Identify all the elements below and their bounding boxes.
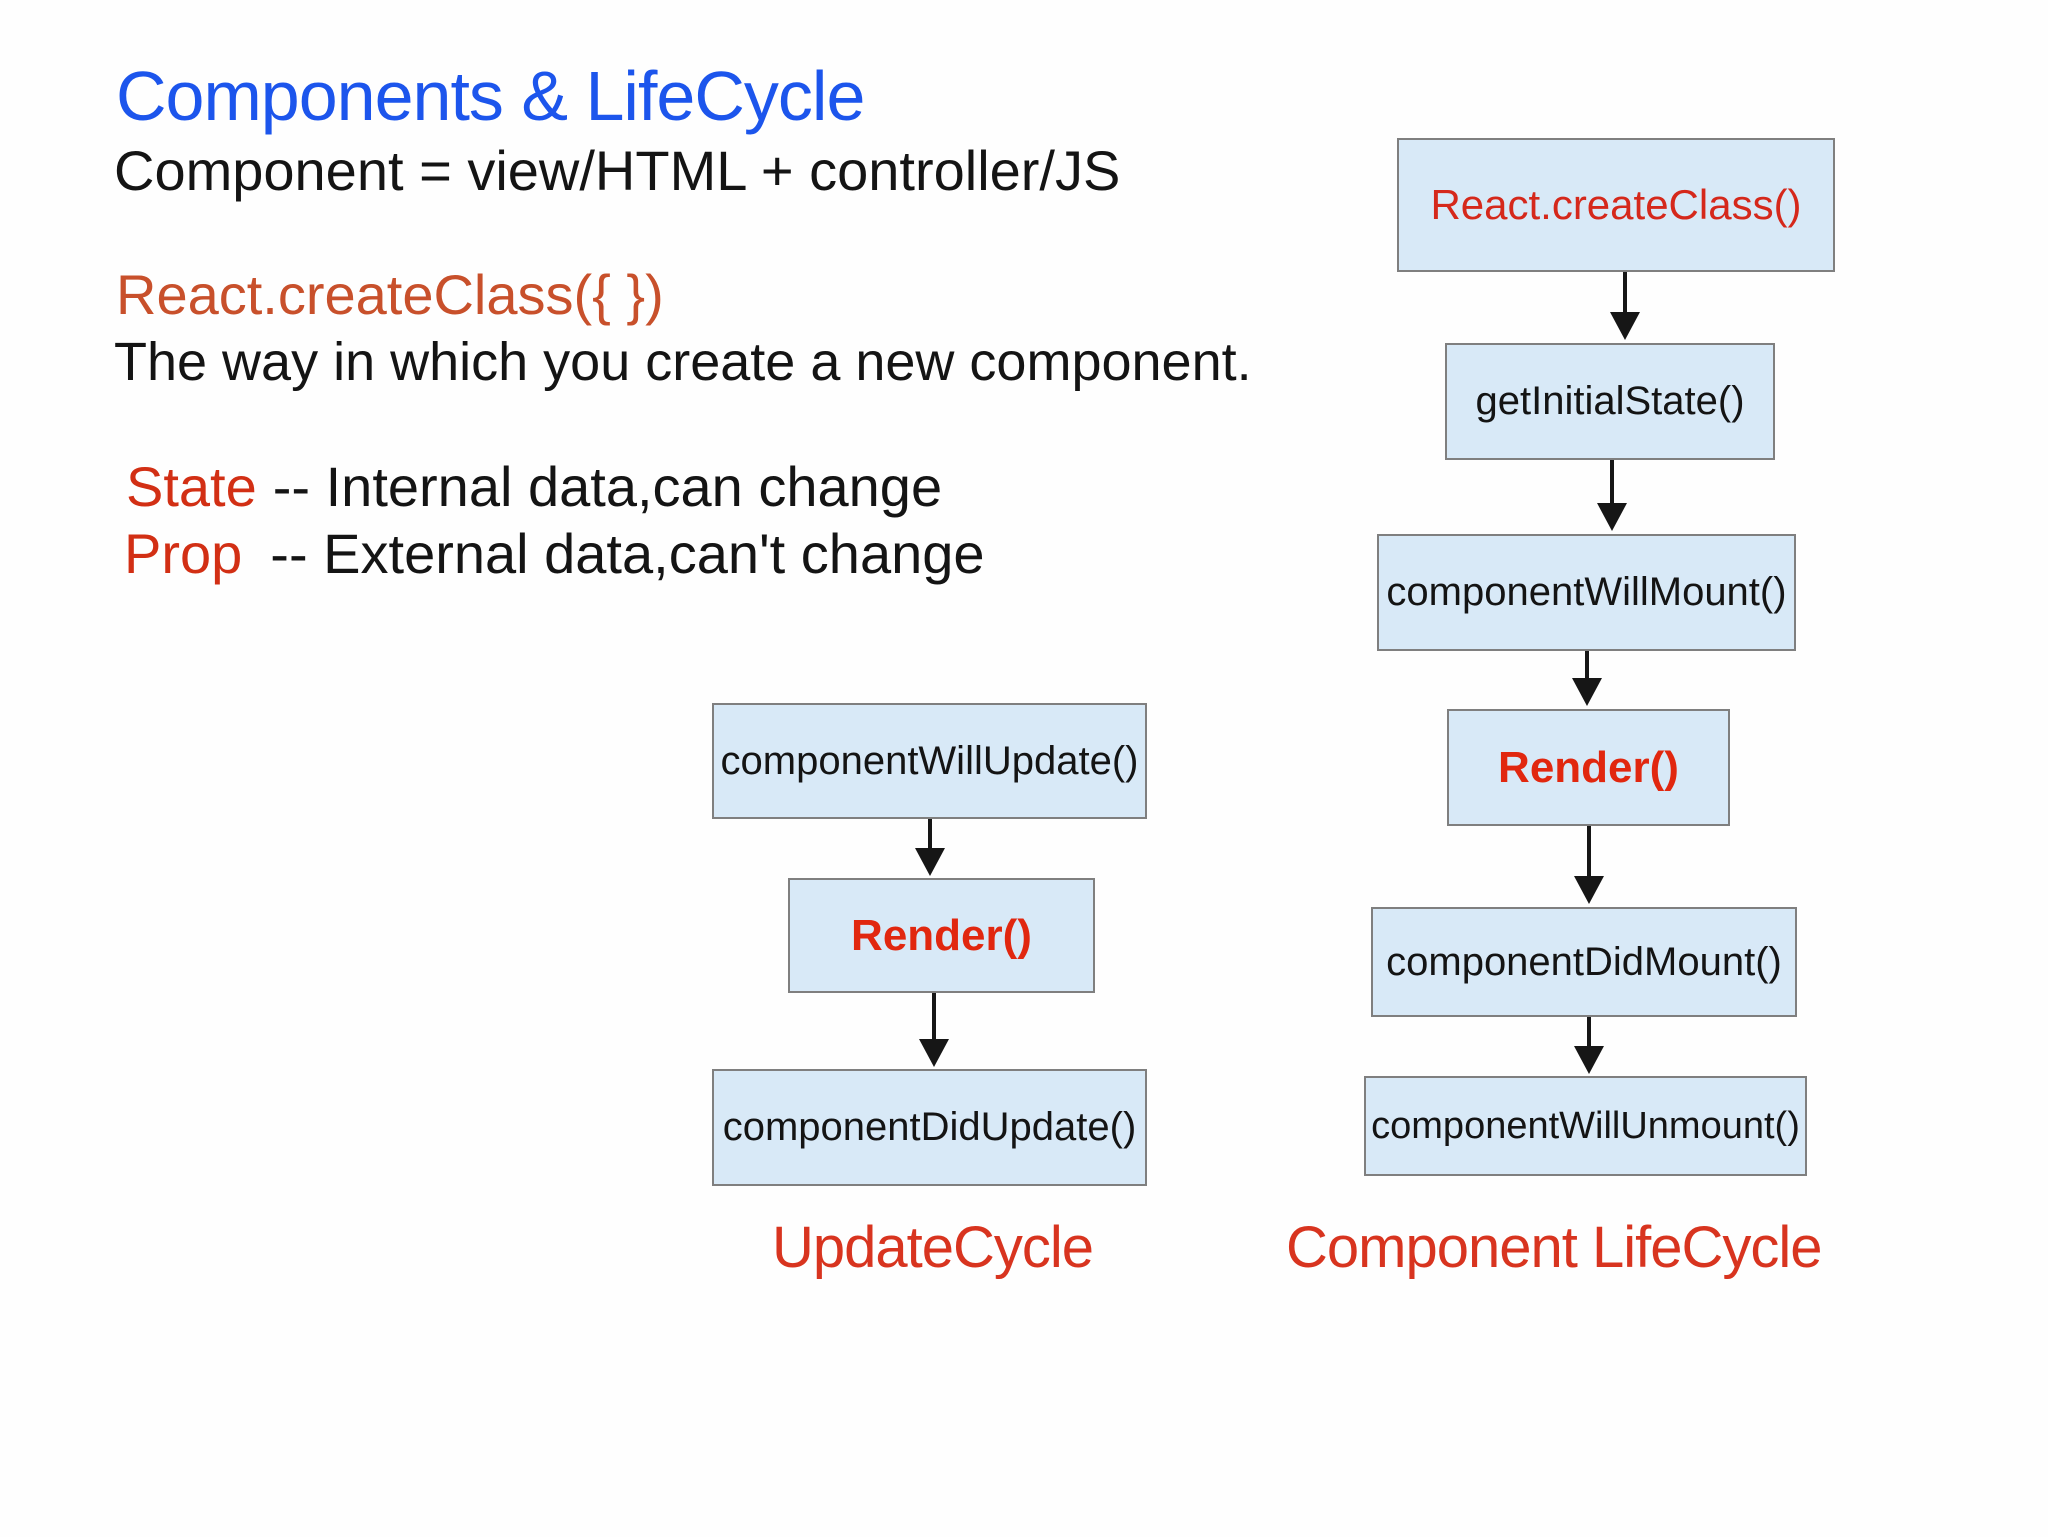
node-component-did-update-label: componentDidUpdate() — [722, 1105, 1137, 1149]
flow-arrow — [1587, 1017, 1591, 1048]
node-component-did-mount-label: componentDidMount() — [1386, 939, 1782, 984]
definition-state-term: State — [126, 455, 257, 518]
create-class-code: React.createClass({ }) — [116, 263, 664, 326]
definition-prop-term: Prop — [124, 522, 243, 585]
update-cycle-caption: UpdateCycle — [772, 1215, 1094, 1280]
node-render-lifecycle-label: Render() — [1498, 742, 1679, 792]
node-component-will-unmount: componentWillUnmount() — [1364, 1076, 1807, 1176]
flow-arrow — [928, 819, 932, 850]
flow-arrow — [932, 993, 936, 1041]
definition-prop: Prop -- External data,can't change — [124, 523, 985, 585]
definition-state-text: -- Internal data,can change — [272, 455, 943, 518]
component-lifecycle-caption: Component LifeCycle — [1286, 1215, 1823, 1280]
node-render-update: Render() — [788, 878, 1095, 993]
node-get-initial-state: getInitialState() — [1445, 343, 1775, 460]
definition-state: State-- Internal data,can change — [126, 456, 942, 518]
node-component-will-mount: componentWillMount() — [1377, 534, 1796, 651]
node-render-update-label: Render() — [851, 910, 1032, 960]
node-component-did-mount: componentDidMount() — [1371, 907, 1797, 1017]
flow-arrow — [1623, 272, 1627, 314]
node-component-will-update-label: componentWillUpdate() — [720, 738, 1139, 783]
subtitle: Component = view/HTML + controller/JS — [114, 139, 1121, 202]
page-title: Components & LifeCycle — [116, 57, 865, 135]
node-get-initial-state-label: getInitialState() — [1475, 379, 1745, 423]
definition-prop-text: -- External data,can't change — [270, 522, 985, 585]
node-component-did-update: componentDidUpdate() — [712, 1069, 1147, 1186]
node-component-will-unmount-label: componentWillUnmount() — [1371, 1104, 1800, 1147]
flow-arrow — [1587, 826, 1591, 878]
create-class-description: The way in which you create a new compon… — [114, 332, 1252, 392]
node-component-will-mount-label: componentWillMount() — [1386, 570, 1787, 614]
node-react-create-class: React.createClass() — [1397, 138, 1835, 272]
node-component-will-update: componentWillUpdate() — [712, 703, 1147, 819]
flow-arrow — [1610, 460, 1614, 505]
node-react-create-class-label: React.createClass() — [1430, 181, 1802, 228]
node-render-lifecycle: Render() — [1447, 709, 1730, 826]
flow-arrow — [1585, 651, 1589, 680]
